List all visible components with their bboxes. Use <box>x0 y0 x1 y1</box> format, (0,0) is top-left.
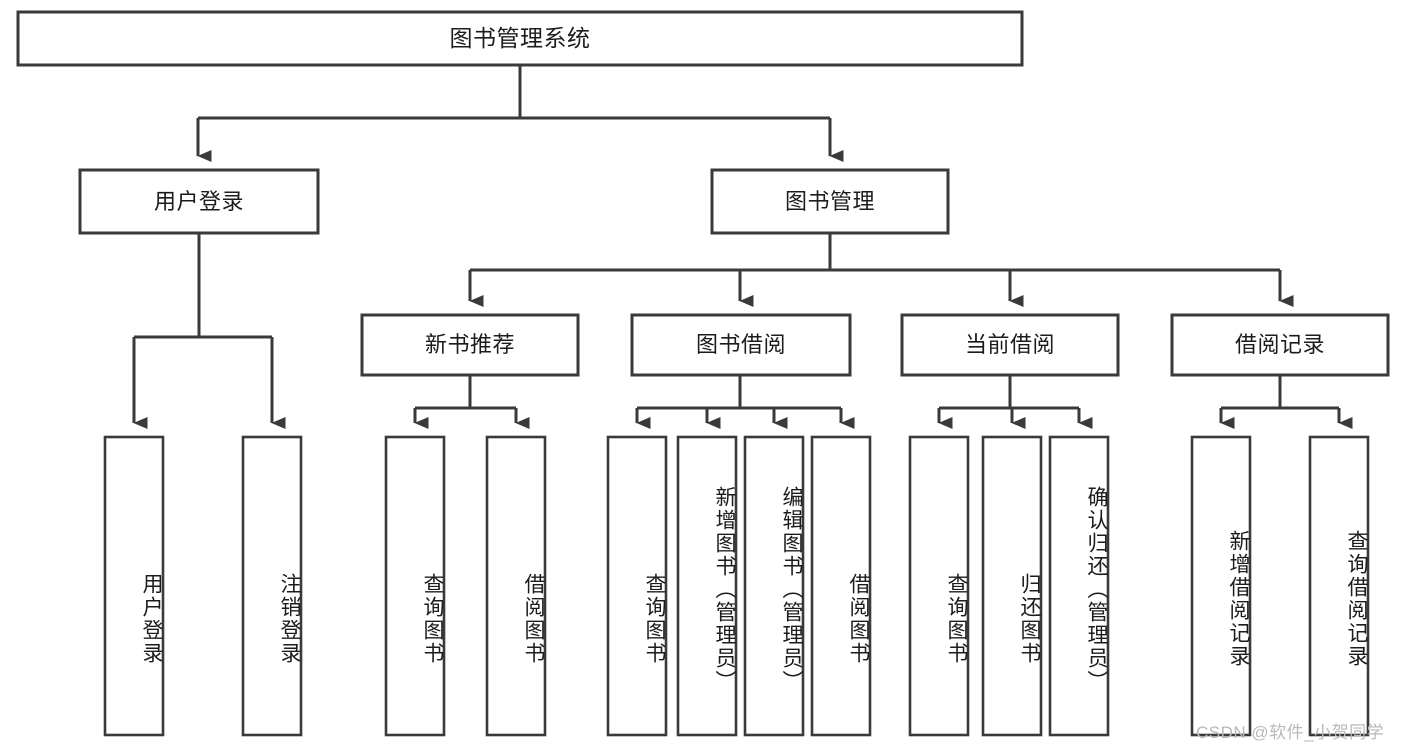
node-box-book-management[interactable] <box>710 168 950 235</box>
node-box-leaf-query-book-current[interactable] <box>908 435 970 737</box>
node-box-leaf-borrow-book-rec[interactable] <box>485 435 547 737</box>
node-box-leaf-user-login[interactable] <box>103 435 165 737</box>
node-box-leaf-logout-login[interactable] <box>241 435 303 737</box>
node-box-leaf-borrow-book[interactable] <box>810 435 872 737</box>
connector-borrow-record-to-leaves <box>1219 375 1353 429</box>
connector-book-management-to-level3 <box>468 233 1294 307</box>
node-box-borrow-record[interactable] <box>1170 313 1390 377</box>
node-box-leaf-add-borrow-record[interactable] <box>1190 435 1252 737</box>
node-box-leaf-query-borrow-record[interactable] <box>1308 435 1370 737</box>
node-box-root[interactable] <box>16 10 1024 67</box>
node-box-current-borrow[interactable] <box>900 313 1120 377</box>
csdn-watermark: CSDN @软件_小贺同学 <box>1196 723 1385 742</box>
connector-root-to-level2 <box>196 65 844 162</box>
node-box-leaf-query-book-rec[interactable] <box>384 435 446 737</box>
node-box-leaf-edit-book-admin[interactable] <box>743 435 805 737</box>
connector-new-book-recommend-to-leaves <box>413 375 530 429</box>
node-box-user-login[interactable] <box>78 168 320 235</box>
node-box-new-book-recommend[interactable] <box>360 313 580 377</box>
connector-book-borrow-to-leaves <box>635 375 855 429</box>
node-box-book-borrow[interactable] <box>630 313 852 377</box>
node-box-leaf-confirm-return-admin[interactable] <box>1048 435 1110 737</box>
node-box-leaf-return-book[interactable] <box>981 435 1043 737</box>
connector-user-login-to-leaves <box>132 233 286 429</box>
connector-current-borrow-to-leaves <box>937 375 1093 429</box>
node-box-leaf-add-book-admin[interactable] <box>676 435 738 737</box>
node-box-leaf-query-book-borrow[interactable] <box>606 435 668 737</box>
